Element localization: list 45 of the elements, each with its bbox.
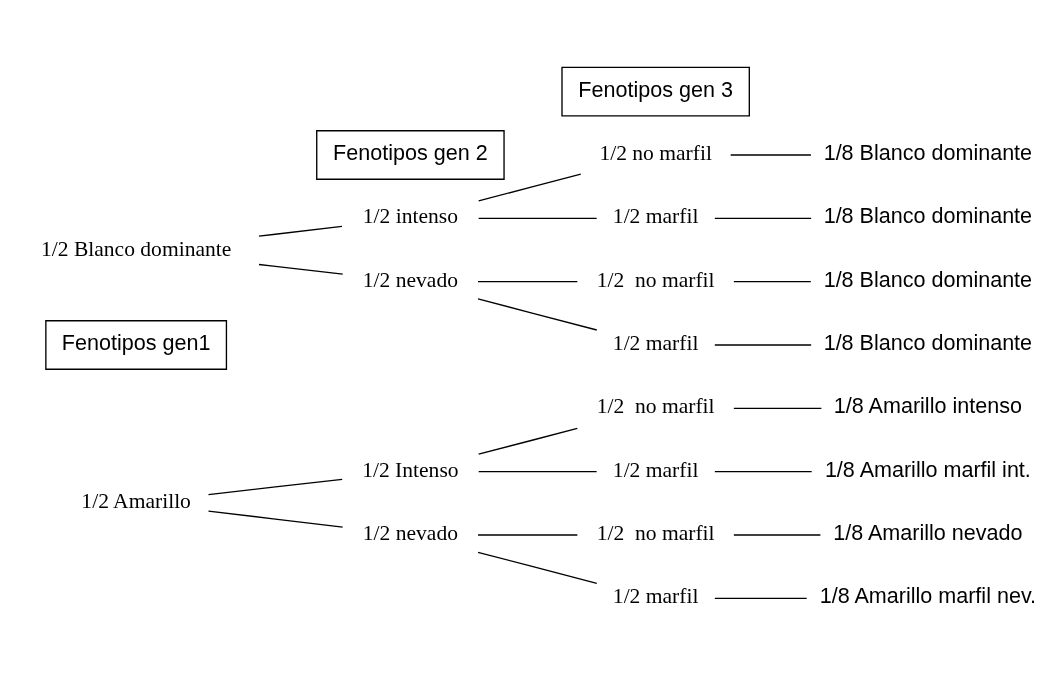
- node-text: 1/2 Intenso: [362, 457, 459, 482]
- connector: [477, 551, 598, 584]
- connector: [258, 225, 343, 237]
- connector: [478, 427, 578, 455]
- node-box: Fenotipos gen 2: [316, 129, 505, 180]
- node-text: 1/8 Blanco dominante: [823, 139, 1033, 165]
- node-text: 1/2 Amarillo: [81, 488, 191, 513]
- node-text: 1/2 Blanco dominante: [41, 236, 232, 261]
- connector: [478, 470, 598, 472]
- node-text: 1/2 no marfil: [599, 140, 712, 165]
- connector: [258, 263, 344, 275]
- connector: [477, 297, 598, 331]
- node-text: 1/8 Amarillo marfil nev.: [819, 582, 1037, 608]
- node-text: 1/2 no marfil: [596, 520, 715, 545]
- node-text: 1/8 Amarillo marfil int.: [824, 456, 1031, 482]
- node-text: 1/2 marfil: [612, 583, 699, 608]
- node-box: Fenotipos gen 3: [561, 66, 750, 117]
- connector: [733, 407, 823, 409]
- connector: [733, 533, 822, 536]
- node-text: 1/2 nevado: [362, 520, 458, 545]
- node-text: 1/8 Amarillo nevado: [833, 519, 1023, 545]
- connector: [478, 173, 582, 202]
- connector: [714, 597, 808, 599]
- node-text: 1/2 no marfil: [596, 267, 715, 292]
- connector: [733, 280, 812, 282]
- node-text: 1/8 Blanco dominante: [823, 329, 1033, 355]
- connector: [207, 478, 343, 495]
- node-text: 1/8 Amarillo intenso: [833, 392, 1022, 418]
- node-text: 1/2 marfil: [612, 457, 699, 482]
- node-text: 1/8 Blanco dominante: [823, 266, 1033, 292]
- connector: [478, 217, 598, 219]
- node-text: 1/8 Blanco dominante: [823, 202, 1033, 228]
- node-text: 1/2 marfil: [612, 203, 699, 228]
- connector: [477, 280, 579, 282]
- connector: [477, 533, 579, 536]
- connector: [207, 509, 344, 528]
- node-text: 1/2 marfil: [612, 330, 699, 355]
- connector: [729, 153, 812, 156]
- node-text: 1/2 intenso: [362, 203, 458, 228]
- node-text: 1/2 nevado: [362, 267, 458, 292]
- connector: [714, 470, 813, 472]
- node-text: 1/2 no marfil: [596, 393, 715, 418]
- node-box: Fenotipos gen1: [45, 319, 228, 370]
- connector: [714, 217, 812, 219]
- connector: [714, 343, 812, 346]
